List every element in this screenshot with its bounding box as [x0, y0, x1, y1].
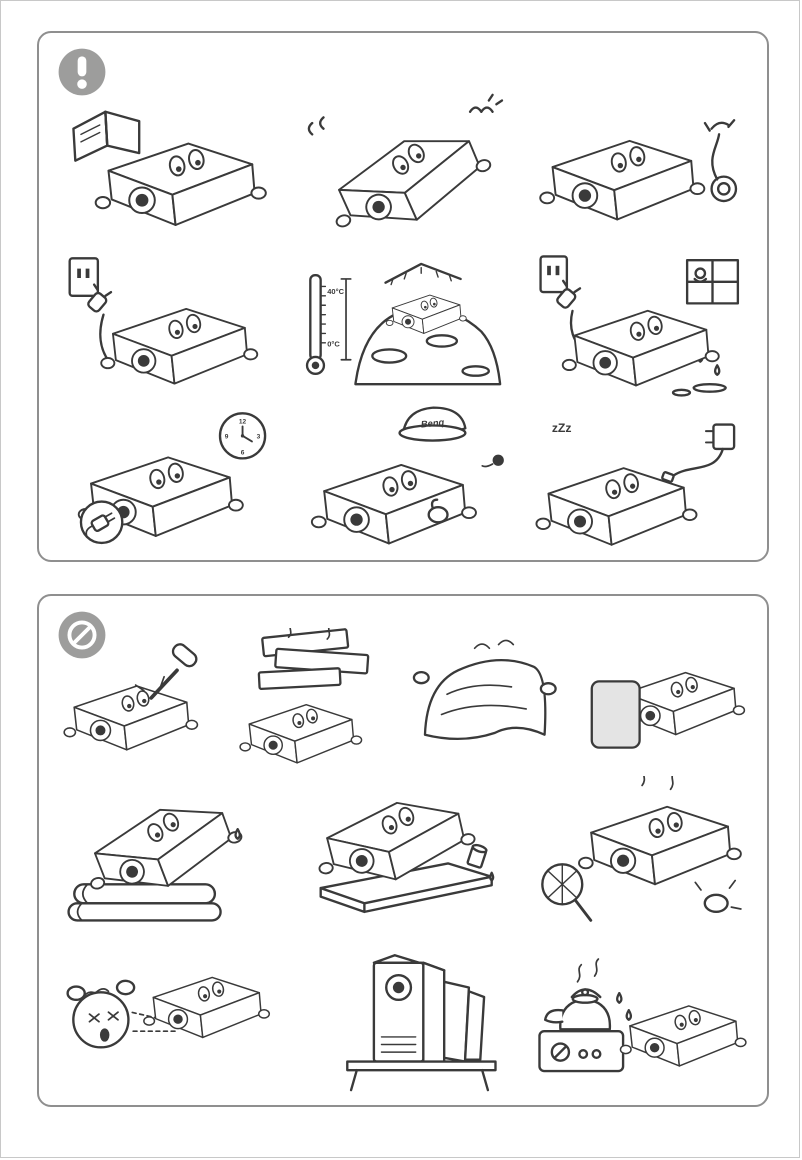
cloth-icon	[423, 658, 547, 741]
motion-squiggles	[473, 639, 515, 650]
benq-cap-icon: Benq	[398, 406, 467, 442]
hand-icon	[412, 671, 430, 685]
illustration-no-heavy-objects	[231, 628, 401, 766]
kettle-icon	[544, 958, 633, 1031]
prohibition-icon	[56, 609, 108, 661]
illustration-temperature-altitude: 40°C 0°C	[290, 247, 517, 397]
blanket-stack-icon	[67, 883, 222, 922]
svg-text:3: 3	[257, 433, 261, 440]
wall-outlet-icon	[539, 255, 569, 294]
spill-drop-icon	[488, 871, 494, 882]
prohibition-panel	[37, 594, 769, 1107]
table-icon	[345, 1060, 497, 1092]
unplug-callout-icon	[79, 500, 124, 544]
roof-icon	[383, 263, 462, 286]
stethoscope-icon	[704, 119, 738, 203]
blocking-board-icon	[590, 680, 641, 749]
illustration-read-user-manual	[55, 93, 282, 243]
screwdriver-icon	[134, 643, 198, 700]
power-adapter-icon	[661, 423, 736, 483]
svg-text:6: 6	[241, 449, 245, 456]
svg-text:12: 12	[239, 418, 247, 425]
illustration-handle-with-care	[290, 93, 517, 244]
manual-book-icon	[72, 110, 141, 162]
hand-icon	[539, 682, 557, 696]
motion-lines	[307, 116, 325, 136]
illustration-avoid-moisture	[524, 247, 751, 397]
prohibition-grid-row2	[55, 776, 751, 928]
heat-squiggles	[641, 776, 674, 791]
illustration-no-cloth-cover	[406, 628, 576, 766]
warning-icon	[56, 46, 108, 98]
thumbs-up-icon	[427, 498, 449, 524]
cup-icon	[466, 843, 488, 869]
power-cord	[99, 313, 111, 364]
illustration-no-looking-into-lens	[55, 940, 282, 1092]
stove-icon	[538, 1030, 625, 1073]
illustration-no-blocking-ventilation	[524, 776, 751, 928]
illustration-no-tight-enclosure	[290, 940, 517, 1092]
slap-hand-icon	[694, 879, 743, 914]
power-plug-icon	[556, 279, 586, 356]
bird-icon	[468, 93, 503, 113]
upright-projector-icon	[372, 954, 446, 1065]
illustration-unplug-when-idle: zZz	[524, 402, 751, 552]
thermometer-icon: 40°C 0°C	[305, 274, 344, 376]
sweat-drop-icon	[234, 828, 241, 840]
svg-text:Benq: Benq	[420, 416, 445, 429]
window-icon	[686, 259, 740, 305]
height-range-bar	[340, 278, 352, 361]
svg-text:9: 9	[225, 433, 229, 440]
power-plug-icon	[87, 283, 113, 364]
illustration-unplug-after-use: 12 3 6 9	[55, 402, 282, 552]
books-icon	[442, 980, 485, 1063]
wall-outlet-icon	[68, 257, 100, 298]
svg-text:0°C: 0°C	[327, 340, 340, 349]
illustration-no-liquids	[290, 776, 517, 928]
prohibition-grid-row1	[55, 628, 751, 766]
speech-balloon-icon	[481, 454, 504, 468]
heat-squiggles	[287, 628, 330, 640]
illustration-no-inserting-objects	[55, 628, 225, 766]
illustration-qualified-service	[524, 93, 751, 243]
book-stack-icon	[257, 628, 369, 691]
sleep-zzz-text: zZz	[552, 421, 572, 435]
caution-panel: 40°C 0°C	[37, 31, 769, 562]
hand-fan-icon	[541, 863, 593, 922]
mountain-icon	[353, 308, 501, 386]
clock-icon: 12 3 6 9	[218, 411, 267, 460]
illustration-proper-power-outlet	[55, 247, 282, 397]
person-face-icon	[66, 979, 136, 1049]
illustration-benq-genuine-lamp: Benq	[290, 402, 517, 552]
caution-grid: 40°C 0°C	[55, 93, 751, 552]
illustration-no-soft-bedding	[55, 776, 282, 928]
prohibition-grid-row3	[55, 940, 751, 1092]
illustration-no-heat-sources	[524, 940, 751, 1092]
illustration-no-blocking-lens	[582, 628, 752, 766]
svg-text:40°C: 40°C	[327, 287, 344, 296]
